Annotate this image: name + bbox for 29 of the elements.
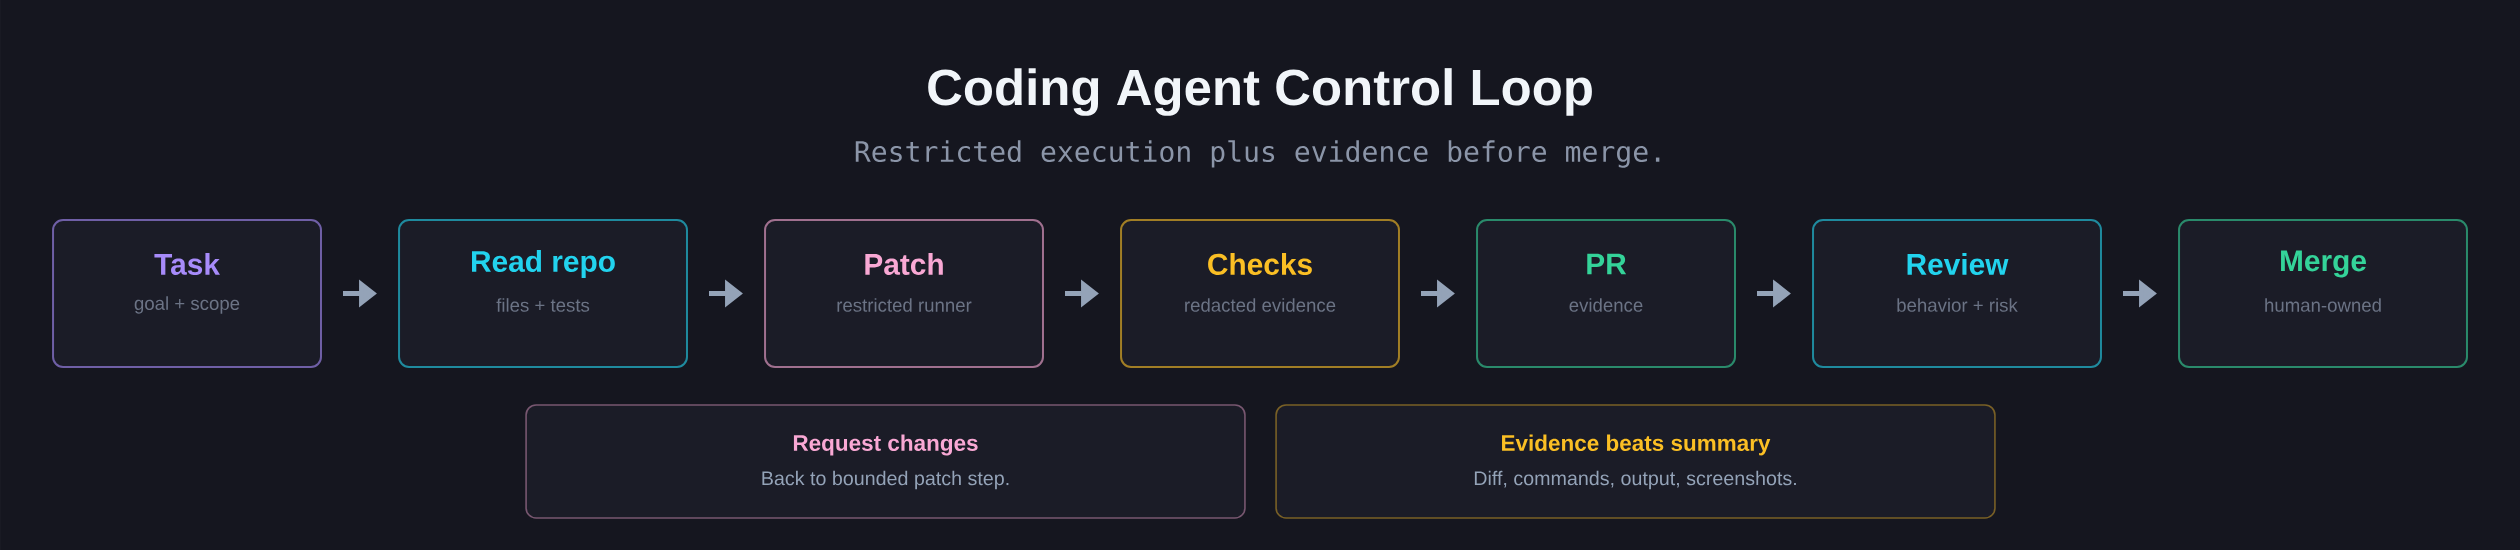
box-title: Patch bbox=[865, 253, 943, 275]
box-title: Merge bbox=[2281, 250, 2366, 278]
box-subtitle: redacted evidence bbox=[1185, 298, 1336, 312]
process-box bbox=[1812, 219, 2102, 368]
box-subtitle: human-owned bbox=[2265, 298, 2381, 312]
box-subtitle: evidence bbox=[1569, 298, 1643, 312]
note-box bbox=[525, 404, 1246, 519]
box-title: Evidence beats summary bbox=[1502, 434, 1771, 456]
box-subtitle: files + tests bbox=[496, 298, 590, 312]
subtitle: Restricted execution plus evidence before merge. bbox=[855, 140, 1660, 168]
process-box bbox=[1120, 219, 1400, 368]
process-box bbox=[764, 219, 1044, 368]
box-title: Review bbox=[1907, 253, 2009, 275]
box-subtitle: Diff, commands, output, screenshots. bbox=[1474, 470, 1796, 490]
process-box bbox=[1476, 219, 1736, 368]
box-title: Read repo bbox=[472, 250, 615, 278]
process-box bbox=[398, 219, 688, 368]
box-title: Checks bbox=[1208, 253, 1312, 275]
process-box bbox=[52, 219, 322, 368]
box-title: PR bbox=[1587, 253, 1627, 275]
title: Coding Agent Control Loop bbox=[928, 68, 1592, 116]
box-title: Request changes bbox=[793, 434, 978, 456]
box-subtitle: restricted runner bbox=[837, 298, 972, 312]
box-subtitle: Back to bounded patch step. bbox=[762, 470, 1009, 490]
note-box bbox=[1275, 404, 1996, 519]
box-subtitle: goal + scope bbox=[134, 296, 240, 314]
process-box bbox=[2178, 219, 2468, 368]
box-title: Task bbox=[154, 253, 220, 275]
box-subtitle: behavior + risk bbox=[1897, 298, 2018, 312]
